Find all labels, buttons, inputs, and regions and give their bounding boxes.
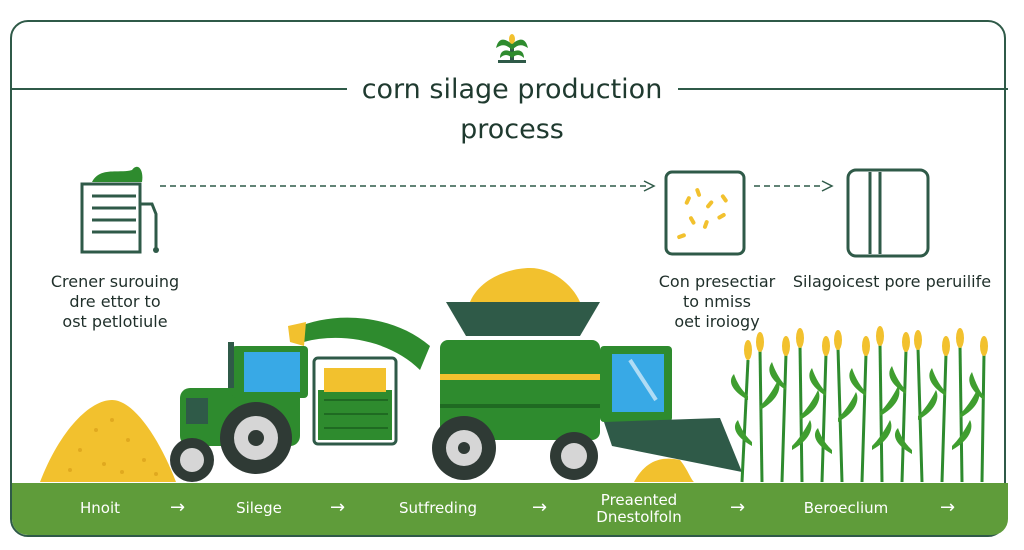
step-arrow-5-icon: → — [940, 497, 956, 518]
silage-cart-icon — [80, 166, 159, 254]
step-arrow-3-icon: → — [532, 497, 548, 518]
diagram-title: corn silage production process — [361, 74, 663, 145]
corn-plant-logo-icon — [496, 34, 528, 63]
diagram-frame — [10, 20, 1006, 537]
title-rule-right — [678, 88, 1008, 90]
step-1-label: Hnoit — [79, 499, 120, 517]
step-2-label: Silege — [236, 499, 282, 517]
dashed-arrow-1 — [160, 180, 656, 192]
harvest-scene-illustration — [40, 268, 988, 483]
label-left: Crener surouing dre ettor to ost petloti… — [50, 272, 180, 331]
silo-storage-icon — [846, 168, 930, 258]
step-arrow-1-icon: → — [170, 497, 186, 518]
dashed-arrow-2 — [754, 180, 834, 192]
step-5-label: Beroeclium — [803, 499, 889, 517]
process-step-bar — [12, 483, 1008, 535]
fermentation-box-icon — [664, 170, 746, 256]
step-3-label: Sutfreding — [399, 499, 477, 517]
step-4-label: Preaented Dnestolfoln — [596, 491, 682, 526]
step-arrow-2-icon: → — [330, 497, 346, 518]
label-right: Silagoicest pore peruilife — [792, 272, 992, 291]
title-rule-left — [12, 88, 347, 90]
label-middle: Con presectiar to nmiss oet iroiogy — [658, 272, 776, 331]
step-arrow-4-icon: → — [730, 497, 746, 518]
